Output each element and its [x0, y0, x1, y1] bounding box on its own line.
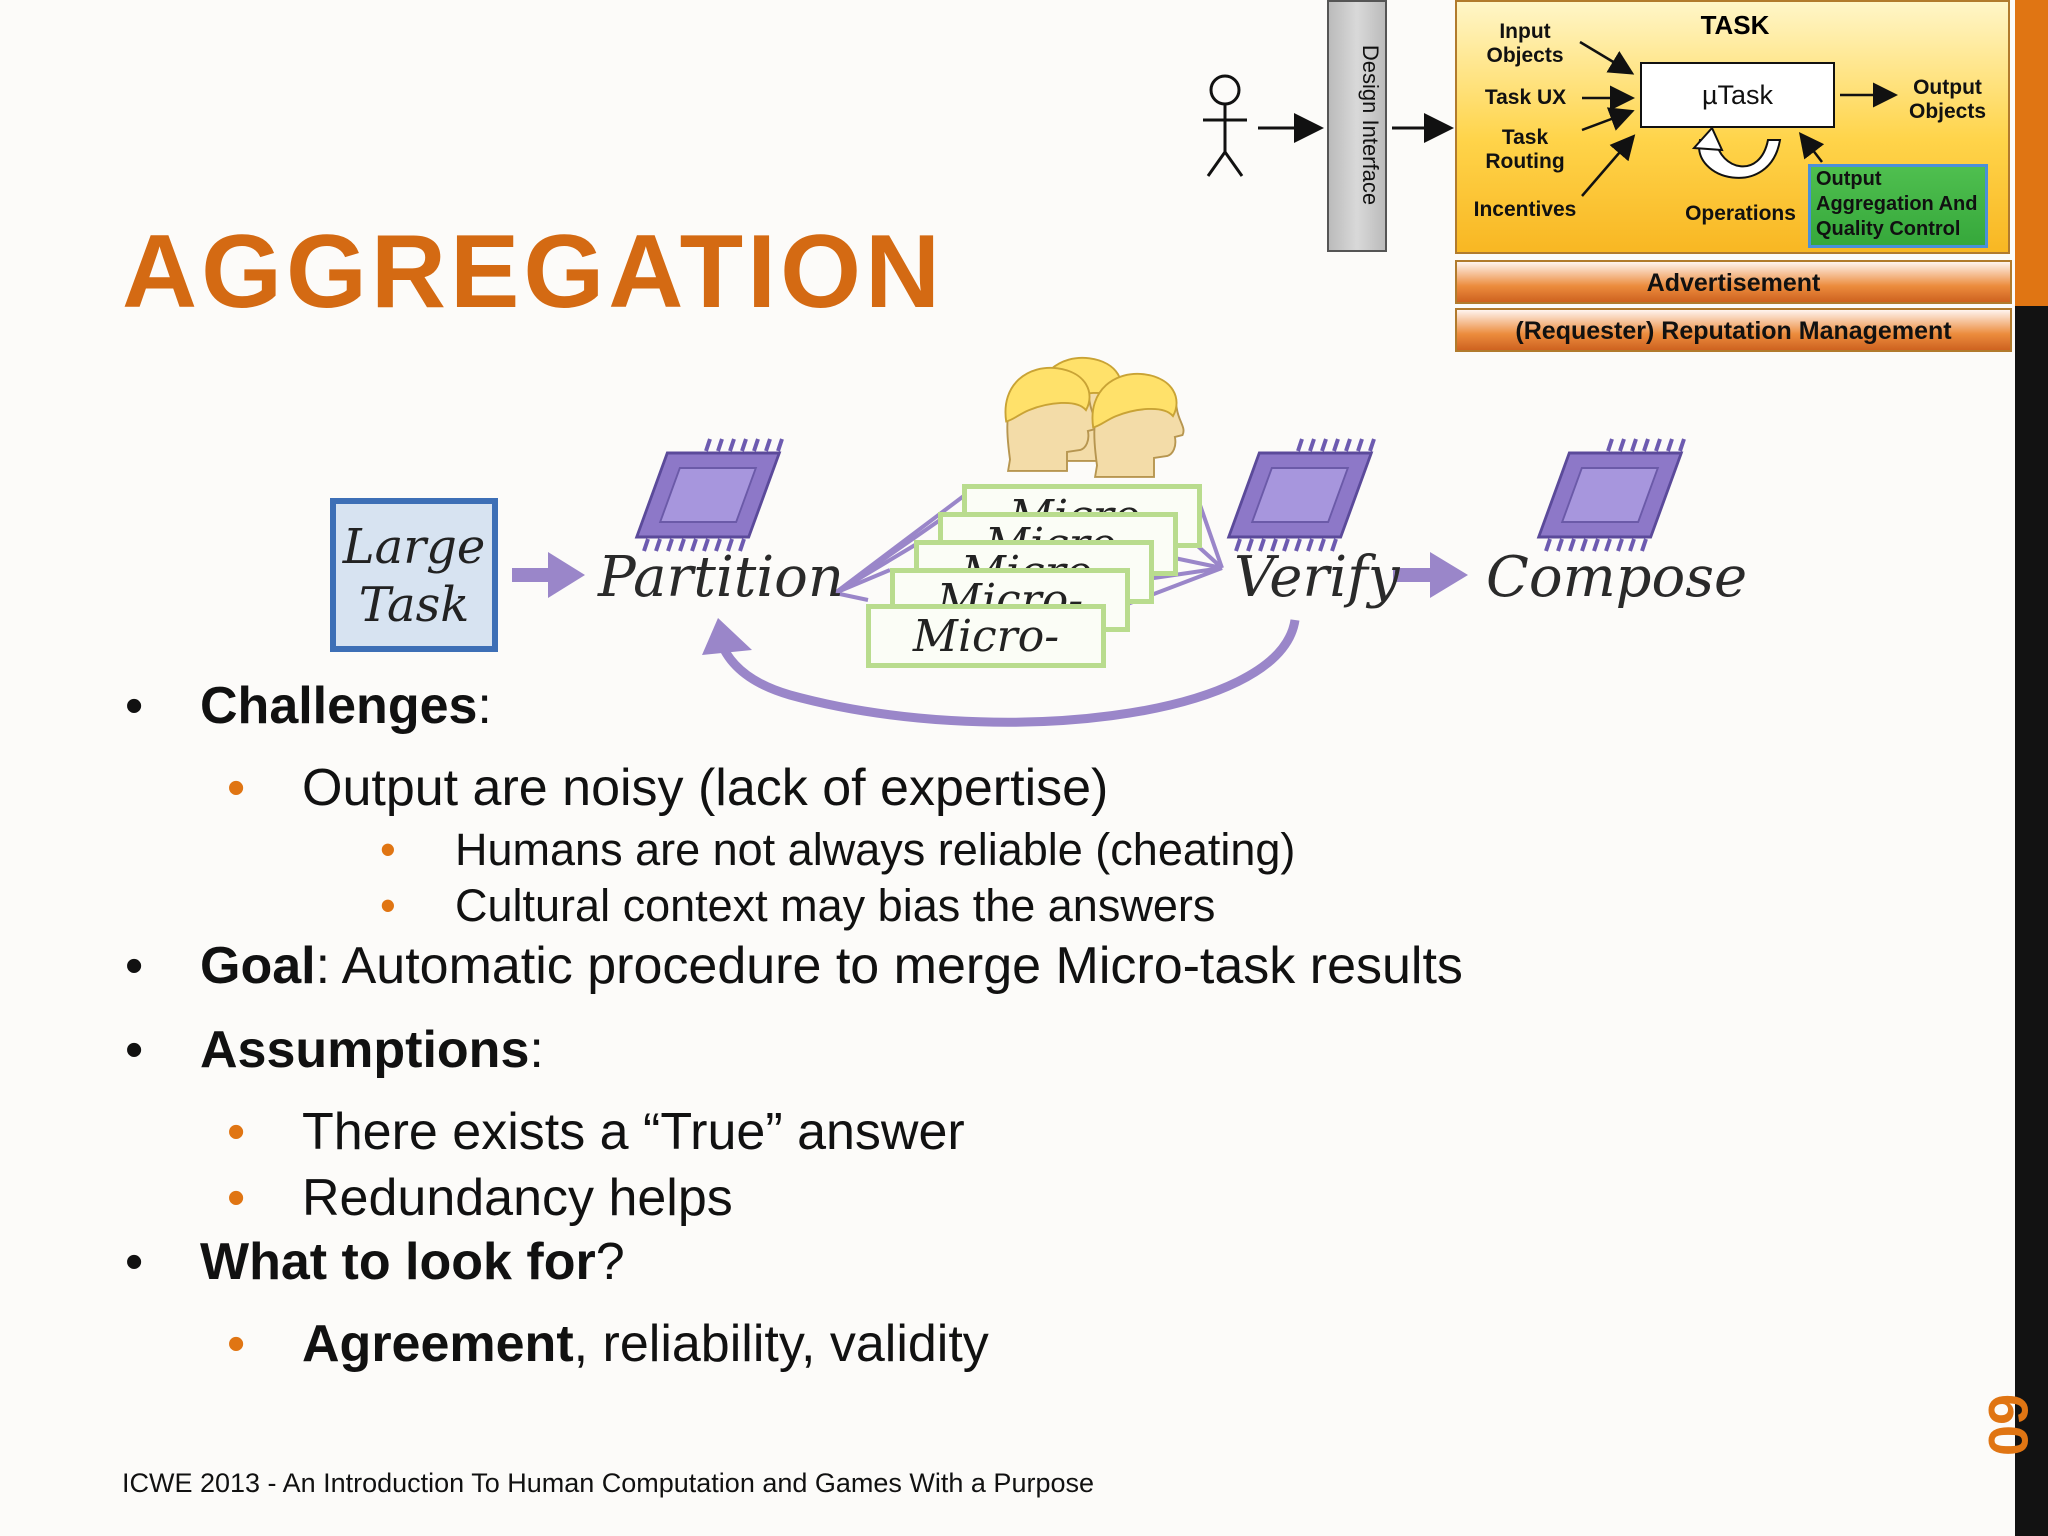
- bullet-what-to-look-for: •What to look for?: [125, 1233, 625, 1291]
- bullet-cultural-context: •Cultural context may bias the answers: [380, 880, 1216, 931]
- bullet-goal: •Goal: Automatic procedure to merge Micr…: [125, 937, 1463, 995]
- task-title: TASK: [1700, 10, 1770, 40]
- bullet-dot: •: [227, 1315, 246, 1373]
- bullet-humans-reliability: •Humans are not always reliable (cheatin…: [380, 824, 1296, 875]
- bullet-agreement: •Agreement, reliability, validity: [227, 1315, 989, 1373]
- large-task-box: Large Task: [330, 498, 498, 652]
- operations-label: Operations: [1685, 202, 1796, 225]
- advertisement-bar: Advertisement: [1455, 260, 2012, 304]
- quality-control-box: Output Aggregation And Quality Control: [1808, 164, 1988, 248]
- partition-label: Partition: [598, 545, 844, 610]
- bullet-dot: •: [125, 677, 144, 735]
- bullet-challenges: •Challenges:: [125, 677, 492, 735]
- input-objects-label: Input Objects: [1486, 20, 1564, 67]
- right-dark-strip: [2015, 306, 2048, 1536]
- output-objects-label: Output Objects: [1908, 76, 1987, 123]
- utask-box: µTask: [1640, 62, 1835, 128]
- compose-label: Compose: [1486, 545, 1748, 610]
- bullet-dot: •: [380, 880, 396, 931]
- micro-task-card: Micro-task: [866, 604, 1106, 668]
- bullet-dot: •: [380, 824, 396, 875]
- bullet-noisy-output: •Output are noisy (lack of expertise): [227, 759, 1109, 817]
- bullet-redundancy: •Redundancy helps: [227, 1169, 733, 1227]
- bullet-dot: •: [125, 1233, 144, 1291]
- person-icon: [1203, 74, 1247, 177]
- bullet-assumptions: •Assumptions:: [125, 1021, 544, 1079]
- bullet-dot: •: [125, 937, 144, 995]
- bullet-dot: •: [227, 759, 246, 817]
- incentives-label: Incentives: [1473, 198, 1577, 221]
- verify-label: Verify: [1234, 545, 1400, 610]
- task-ux-label: Task UX: [1484, 86, 1567, 109]
- design-interface-panel: [1327, 0, 1387, 252]
- slide-number: 60: [1977, 1393, 2040, 1457]
- right-accent-bar: [2015, 0, 2048, 306]
- task-routing-label: Task Routing: [1485, 126, 1565, 173]
- slide-title: AGGREGATION: [122, 214, 945, 330]
- bullet-true-answer: •There exists a “True” answer: [227, 1103, 965, 1161]
- bullet-dot: •: [227, 1169, 246, 1227]
- bullet-dot: •: [227, 1103, 246, 1161]
- bullet-dot: •: [125, 1021, 144, 1079]
- reputation-bar: (Requester) Reputation Management: [1455, 308, 2012, 352]
- footer-text: ICWE 2013 - An Introduction To Human Com…: [122, 1468, 1094, 1498]
